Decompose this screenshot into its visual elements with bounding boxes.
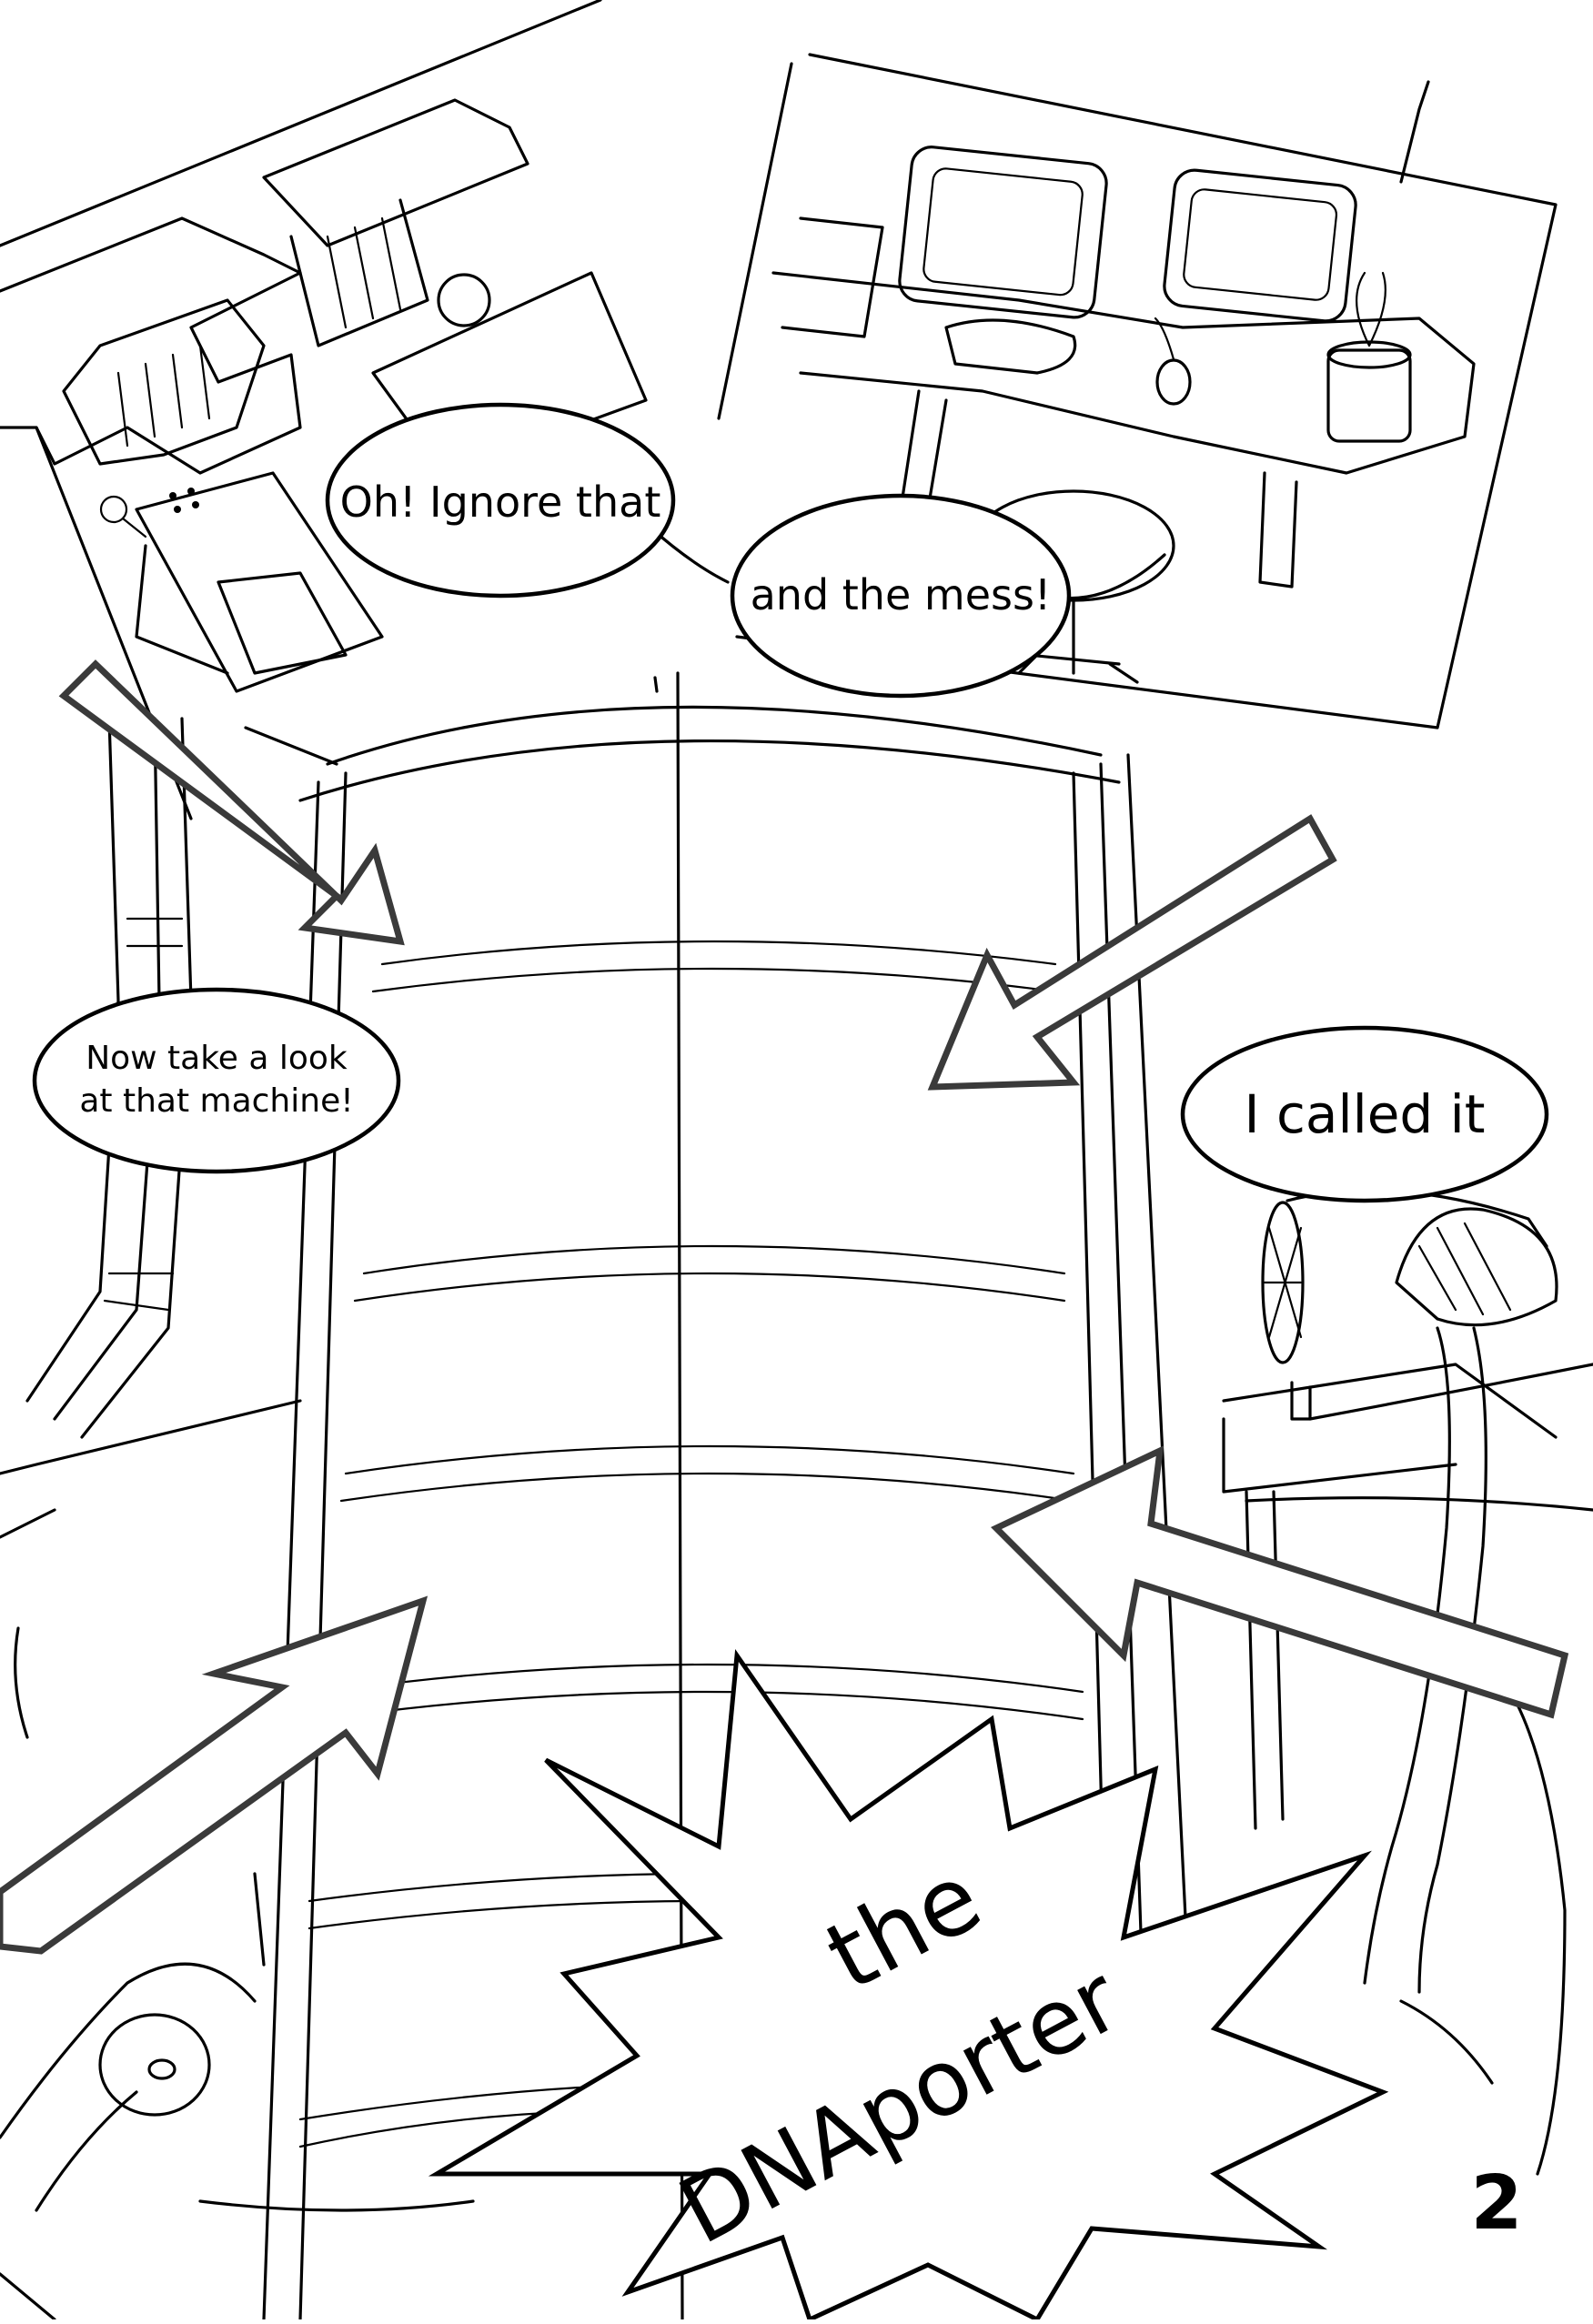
speech-bubble-and-the-mess: and the mess! xyxy=(730,493,1072,699)
page-number: 2 xyxy=(1470,2160,1522,2247)
speech-bubble-ignore-that: Oh! Ignore that xyxy=(325,402,730,599)
arrow-bottom-left xyxy=(0,1595,428,1955)
title-burst: the DNAporter xyxy=(428,1648,1389,2323)
arrow-top-left xyxy=(58,659,405,946)
arrow-top-right xyxy=(927,814,1337,1091)
arrow-bottom-right xyxy=(991,1445,1569,1719)
speech-text-look-machine-line2: at that machine! xyxy=(79,1082,353,1120)
speech-text-called-it: I called it xyxy=(1245,1083,1486,1145)
speech-text-ignore-that: Oh! Ignore that xyxy=(340,478,661,527)
left-pipes-drawing xyxy=(0,717,475,2321)
speech-bubble-called-it: I called it xyxy=(1180,1025,1549,1203)
speech-text-look-machine-line1: Now take a look xyxy=(86,1040,348,1077)
speech-bubble-look-machine: Now take a look at that machine! xyxy=(32,987,401,1174)
speech-text-and-the-mess: and the mess! xyxy=(751,570,1052,619)
computer-desk-drawing xyxy=(717,53,1558,729)
